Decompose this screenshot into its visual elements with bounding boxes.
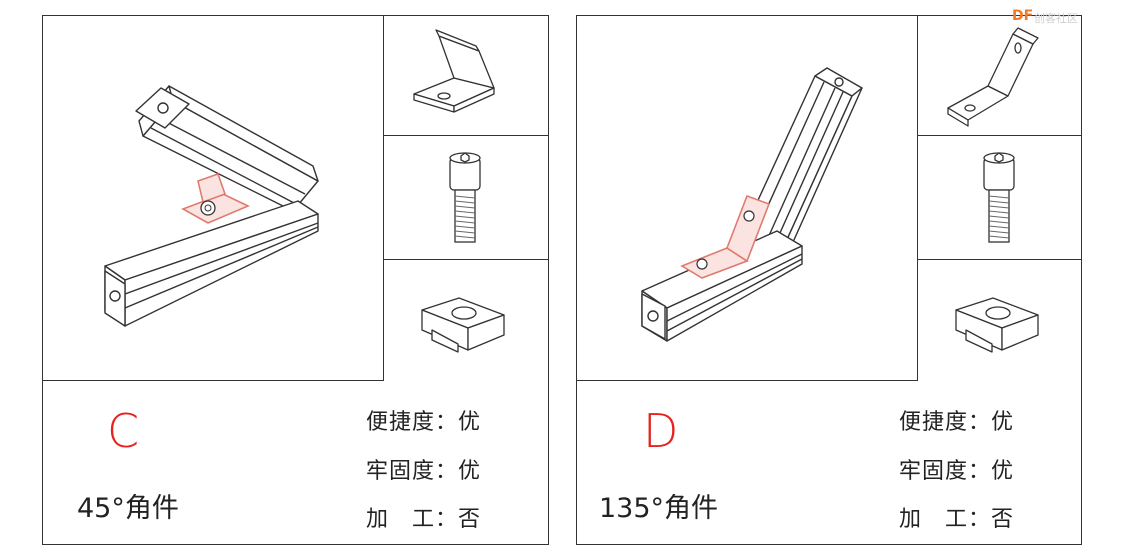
bracket-cell-d [918,16,1081,136]
t-nut-icon [955,297,1039,353]
rating-convenience: 便捷度：优 [366,410,482,435]
rating-firmness: 牢固度：优 [899,459,1015,484]
watermark-text: 创客社区 [1034,12,1078,25]
t-nut-icon [421,297,505,353]
rating-processing: 加 工：否 [366,507,482,532]
card-name: 45°角件 [77,493,179,524]
card-name: 135°角件 [599,493,719,524]
card-c: C 45°角件 便捷度：优 牢固度：优 加 工：否 [42,15,549,545]
main-illustration-d [577,16,918,381]
rating-firmness: 牢固度：优 [366,459,482,484]
rating-processing: 加 工：否 [899,507,1015,532]
watermark-logo: DF [1012,8,1034,24]
corner-bracket-135-icon [947,27,1039,127]
hex-socket-bolt-icon [449,152,481,243]
main-illustration-c [43,16,384,381]
profile-45-assembly-icon [104,85,319,327]
tnut-cell-c [384,260,548,381]
bolt-cell-d [918,136,1081,260]
rating-convenience: 便捷度：优 [899,410,1015,435]
card-letter: D [643,404,679,458]
bracket-cell-c [384,16,548,136]
hex-socket-bolt-icon [983,152,1015,243]
tnut-cell-d [918,260,1081,381]
card-d: D 135°角件 便捷度：优 牢固度：优 加 工：否 [576,15,1082,545]
profile-135-assembly-icon [641,67,863,342]
card-letter: C [107,404,140,458]
corner-bracket-45-icon [413,29,495,113]
bolt-cell-c [384,136,548,260]
